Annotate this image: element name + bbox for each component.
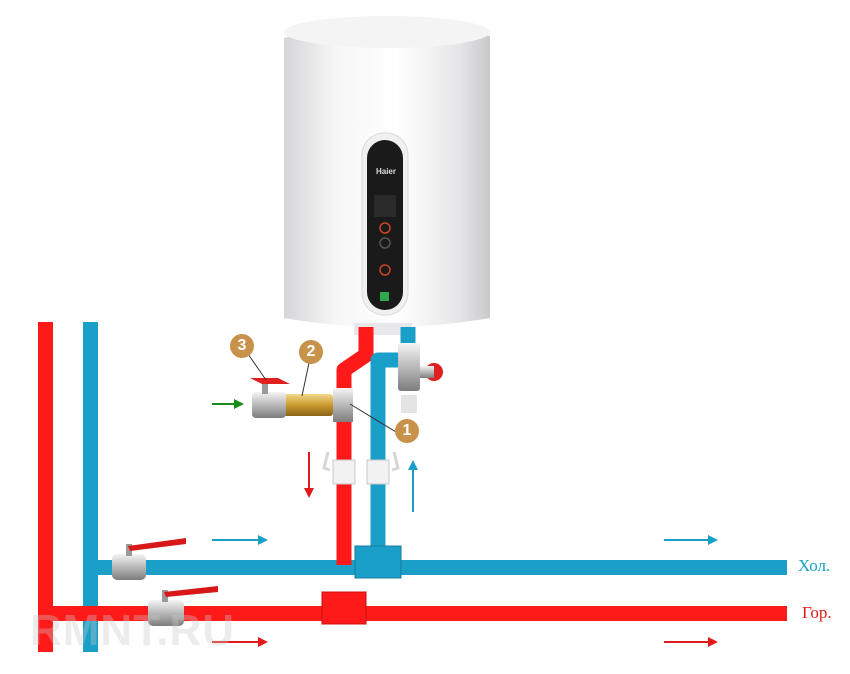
cold-main-pipe bbox=[83, 560, 787, 575]
check-valve bbox=[283, 394, 333, 416]
cold-riser-pipe bbox=[83, 322, 98, 652]
watermark: RMNT.RU bbox=[30, 606, 235, 655]
up-arrow-cold bbox=[408, 460, 418, 512]
cold-coupling-lever bbox=[391, 451, 400, 472]
callout-2-leader bbox=[301, 357, 311, 397]
cold-flow-arrow-right bbox=[664, 535, 718, 545]
hot-water-label: Гор. bbox=[802, 603, 832, 622]
indicator-light-icon bbox=[380, 292, 389, 301]
water-heater-tank bbox=[284, 16, 490, 335]
hot-riser-pipe bbox=[38, 322, 53, 652]
inlet-assembly bbox=[250, 378, 353, 422]
hot-flow-arrow-right bbox=[664, 637, 718, 647]
tee-fitting bbox=[333, 388, 353, 422]
hot-coupling bbox=[332, 459, 356, 485]
cold-flow-arrow-left bbox=[212, 535, 268, 545]
callout-1: 1 bbox=[395, 419, 419, 443]
callout-3: 3 bbox=[230, 334, 254, 358]
callout-2: 2 bbox=[299, 340, 323, 364]
hot-flow-arrow-left bbox=[212, 637, 268, 647]
valve-handle bbox=[250, 378, 290, 384]
callout-3-leader bbox=[247, 353, 267, 381]
hot-outlet-pipe bbox=[336, 327, 374, 565]
down-arrow-hot bbox=[304, 452, 314, 498]
heater-brand-logo: Haier bbox=[375, 167, 396, 176]
cold-coupling bbox=[366, 459, 390, 485]
hot-main-tee bbox=[321, 591, 367, 625]
power-button-icon bbox=[379, 264, 391, 276]
cold-water-label: Хол. bbox=[798, 556, 831, 575]
inlet-flow-arrow bbox=[212, 399, 244, 409]
safety-valve bbox=[398, 343, 443, 413]
cold-main-tee bbox=[354, 545, 402, 579]
cold-ball-valve bbox=[112, 538, 186, 580]
callout-1-leader bbox=[349, 403, 397, 433]
hot-ball-valve bbox=[148, 586, 218, 626]
hot-main-pipe bbox=[38, 606, 787, 621]
temperature-button-icon bbox=[379, 222, 391, 234]
hot-coupling-lever bbox=[322, 451, 331, 472]
ball-valve bbox=[252, 392, 286, 418]
